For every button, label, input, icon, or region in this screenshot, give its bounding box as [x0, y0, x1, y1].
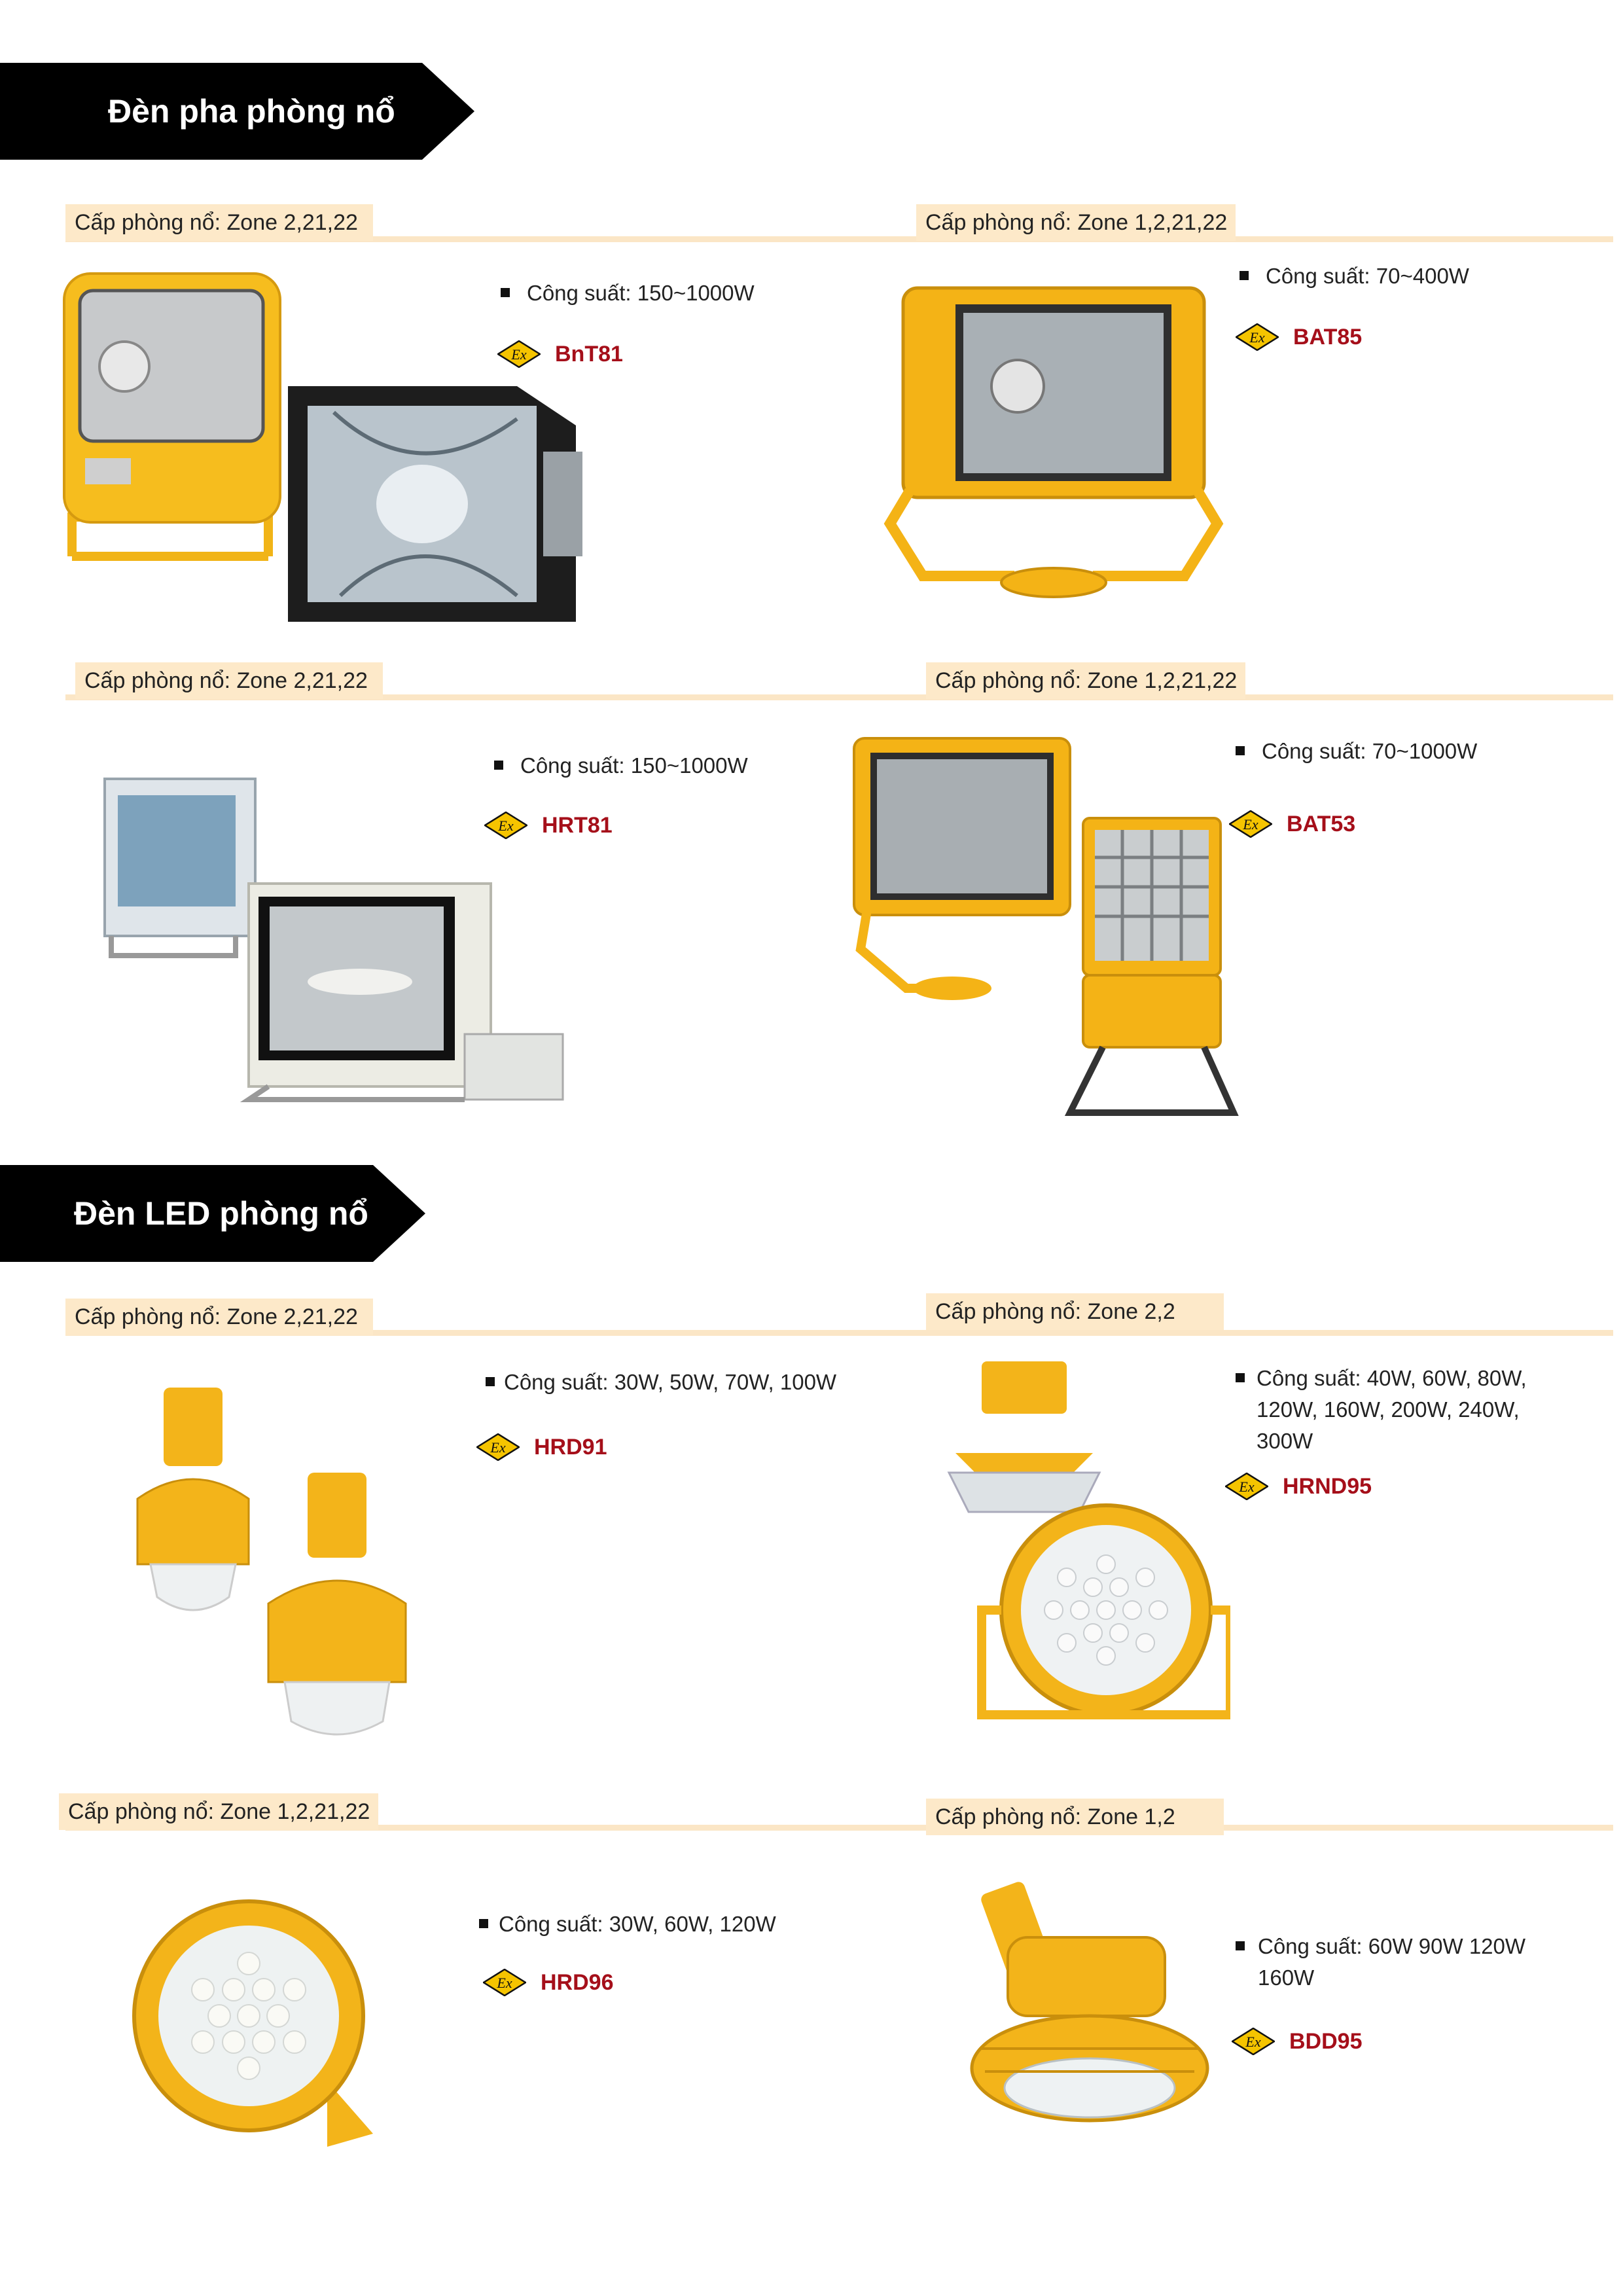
model-tag: HRD91 — [476, 1433, 607, 1461]
power-spec: Công suất: 150~1000W — [501, 278, 755, 309]
bullet-square-icon — [501, 288, 510, 298]
bullet-square-icon — [1236, 746, 1245, 756]
zone-label: Cấp phòng nổ: Zone 1,2 — [926, 1799, 1224, 1835]
bullet-square-icon — [486, 1377, 495, 1387]
model-code: HRND95 — [1283, 1473, 1372, 1499]
ex-hazard-icon — [484, 812, 527, 839]
led-lamp-image — [970, 1882, 1209, 2123]
ex-hazard-icon — [483, 1969, 526, 1996]
ex-hazard-icon — [1236, 323, 1279, 351]
power-spec: Công suất: 70~400W — [1240, 260, 1469, 292]
model-tag: HRD96 — [483, 1969, 613, 1996]
model-code: BnT81 — [555, 341, 623, 367]
power-spec: Công suất: 60W 90W 120W 160W — [1236, 1931, 1525, 1994]
section-banner: Đèn pha phòng nổ — [0, 63, 474, 160]
bullet-square-icon — [479, 1919, 488, 1929]
zone-label: Cấp phòng nổ: Zone 1,2,21,22 — [916, 204, 1236, 241]
zone-label: Cấp phòng nổ: Zone 2,21,22 — [65, 204, 373, 241]
model-tag: HRT81 — [484, 812, 613, 839]
bullet-square-icon — [1236, 1941, 1245, 1951]
zone-label: Cấp phòng nổ: Zone 1,2,21,22 — [926, 662, 1245, 699]
section-banner: Đèn LED phòng nổ — [0, 1165, 425, 1262]
model-code: BAT53 — [1287, 811, 1356, 836]
model-code: HRD96 — [541, 1969, 614, 1995]
ex-hazard-icon — [476, 1433, 520, 1461]
led-lamp-image — [132, 1899, 373, 2147]
zone-label: Cấp phòng nổ: Zone 2,21,22 — [75, 662, 383, 699]
power-spec: Công suất: 40W, 60W, 80W, 120W, 160W, 20… — [1236, 1363, 1527, 1457]
model-tag: HRND95 — [1225, 1473, 1372, 1500]
bullet-square-icon — [494, 761, 503, 770]
model-code: HRT81 — [542, 812, 613, 838]
ex-hazard-icon — [1232, 2028, 1275, 2055]
divider — [65, 694, 1613, 700]
bullet-square-icon — [1236, 1373, 1245, 1383]
model-tag: BDD95 — [1232, 2028, 1362, 2055]
ex-hazard-icon — [1225, 1473, 1268, 1500]
floodlight-image — [103, 778, 564, 1102]
floodlight-image — [853, 737, 1239, 1116]
led-lamp-image — [136, 1388, 407, 1736]
led-lamp-image — [947, 1361, 1230, 1719]
divider — [65, 1825, 1613, 1831]
power-spec: Công suất: 30W, 60W, 120W — [479, 1909, 776, 1940]
model-tag: BAT53 — [1229, 810, 1355, 838]
zone-label: Cấp phòng nổ: Zone 1,2,21,22 — [59, 1793, 378, 1830]
zone-label: Cấp phòng nổ: Zone 2,2 — [926, 1293, 1224, 1330]
model-code: BAT85 — [1293, 324, 1363, 350]
floodlight-image — [883, 286, 1224, 598]
model-code: HRD91 — [534, 1434, 607, 1460]
model-code: BDD95 — [1289, 2028, 1363, 2054]
power-spec: Công suất: 70~1000W — [1236, 736, 1477, 767]
section-title: Đèn LED phòng nổ — [74, 1195, 368, 1232]
divider — [65, 236, 1613, 242]
power-spec: Công suất: 30W, 50W, 70W, 100W — [486, 1367, 836, 1398]
model-tag: BnT81 — [497, 340, 623, 368]
power-spec: Công suất: 150~1000W — [494, 750, 748, 781]
floodlight-image — [63, 272, 582, 622]
zone-label: Cấp phòng nổ: Zone 2,21,22 — [65, 1299, 373, 1335]
ex-hazard-icon — [497, 340, 541, 368]
model-tag: BAT85 — [1236, 323, 1362, 351]
bullet-square-icon — [1240, 271, 1249, 281]
section-title: Đèn pha phòng nổ — [108, 93, 395, 130]
ex-hazard-icon — [1229, 810, 1272, 838]
divider — [65, 1330, 1613, 1336]
